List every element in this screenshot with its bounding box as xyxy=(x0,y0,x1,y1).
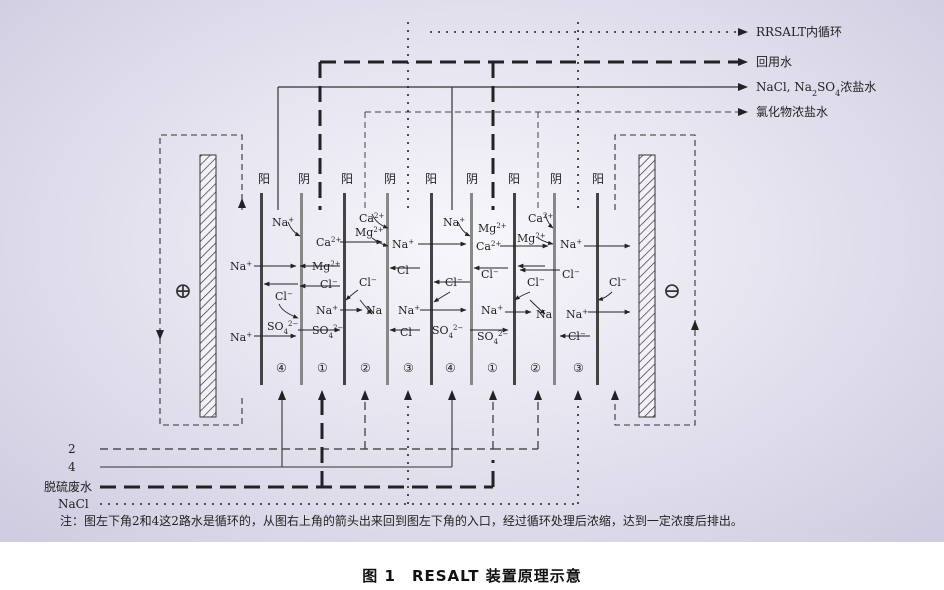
membrane-label-cation: 阳 xyxy=(508,172,520,186)
resalt-diagram: RRSALT内循环 回用水 NaCl, Na2SO4浓盐水 氯化物浓盐水 ⊕ ⊖… xyxy=(44,22,876,511)
ion-labels: Na+ Na+ Na+ Na+ Na Na+ Na+ Na+ Na+ Na Na… xyxy=(230,212,627,346)
ion-cl: Cl− xyxy=(397,264,415,277)
output-nacl-na2so4-label: NaCl, Na2SO4浓盐水 xyxy=(756,80,876,98)
inlet-2-label: 2 xyxy=(68,442,76,456)
membrane-labels: 阳 阴 阳 阴 阳 阴 阳 阴 阳 xyxy=(258,172,604,186)
compartment-number: ② xyxy=(360,361,371,375)
membrane-label-cation: 阳 xyxy=(592,172,604,186)
diagram-figure: RRSALT内循环 回用水 NaCl, Na2SO4浓盐水 氯化物浓盐水 ⊕ ⊖… xyxy=(0,0,944,542)
positive-electrode-symbol: ⊕ xyxy=(174,279,192,304)
ion-mg: Mg2+ xyxy=(517,232,546,245)
left-electrode-loop xyxy=(159,134,243,426)
output-lines xyxy=(277,22,748,210)
ion-ca: Ca2+ xyxy=(316,236,341,249)
ion-cl: Cl− xyxy=(481,268,499,281)
ion-mg: Mg2+ xyxy=(355,226,384,239)
membrane-label-anion: 阴 xyxy=(550,172,562,186)
negative-electrode-symbol: ⊖ xyxy=(663,279,681,304)
membrane-label-anion: 阴 xyxy=(384,172,396,186)
compartment-number: ④ xyxy=(276,361,287,375)
inlet-nacl-label: NaCl xyxy=(58,497,89,511)
ion-ca: Ca2+ xyxy=(359,212,384,225)
ion-na: Na+ xyxy=(272,216,294,229)
compartment-number: ③ xyxy=(403,361,414,375)
membrane-label-cation: 阳 xyxy=(341,172,353,186)
ion-na: Na xyxy=(536,308,553,321)
membrane-anion-3 xyxy=(470,193,473,385)
membrane-anion-1 xyxy=(300,193,303,385)
compartment-number: ② xyxy=(530,361,541,375)
ion-cl: Cl− xyxy=(400,326,418,339)
membrane-cation-4 xyxy=(513,193,516,385)
membrane-label-cation: 阳 xyxy=(258,172,270,186)
ion-mg: Mg2+ xyxy=(478,222,507,235)
anode-electrode xyxy=(199,154,217,418)
inlet-wastewater-label: 脱硫废水 xyxy=(44,479,92,494)
membrane-cation-1 xyxy=(260,193,263,385)
membranes xyxy=(260,193,599,385)
membrane-label-anion: 阴 xyxy=(298,172,310,186)
ion-so4: SO42− xyxy=(477,330,508,346)
ion-na: Na+ xyxy=(566,308,588,321)
ion-cl: Cl− xyxy=(527,276,545,289)
figure-caption: 图 1 RESALT 装置原理示意 xyxy=(362,567,582,585)
ion-cl: Cl− xyxy=(275,290,293,303)
cathode-electrode xyxy=(638,154,656,418)
ion-na: Na+ xyxy=(230,260,252,273)
ion-na: Na+ xyxy=(392,238,414,251)
ion-na: Na+ xyxy=(398,304,420,317)
ion-na: Na+ xyxy=(481,304,503,317)
ion-so4: SO42− xyxy=(432,324,463,340)
compartment-number: ① xyxy=(487,361,498,375)
ion-na: Na+ xyxy=(230,331,252,344)
ion-ca: Ca2+ xyxy=(528,212,553,225)
membrane-cation-5 xyxy=(596,193,599,385)
output-rrsalt-label: RRSALT内循环 xyxy=(756,25,842,39)
compartment-number: ④ xyxy=(445,361,456,375)
membrane-label-anion: 阴 xyxy=(466,172,478,186)
ion-cl: Cl− xyxy=(609,276,627,289)
compartment-numbers: ④ ① ② ③ ④ ① ② ③ xyxy=(276,361,584,375)
ion-ca: Ca2+ xyxy=(476,240,501,253)
membrane-cation-3 xyxy=(430,193,433,385)
inlet-4-label: 4 xyxy=(68,460,76,474)
ion-so4: SO42− xyxy=(267,320,298,336)
ion-na: Na+ xyxy=(560,238,582,251)
ion-so4: SO42− xyxy=(312,324,343,340)
curved-arrows xyxy=(278,213,613,319)
membrane-cation-2 xyxy=(343,193,346,385)
compartment-number: ① xyxy=(317,361,328,375)
ion-cl: Cl− xyxy=(562,268,580,281)
ion-arrows xyxy=(254,239,631,339)
output-reuse-water-label: 回用水 xyxy=(756,55,792,69)
inlet-lines xyxy=(100,390,619,505)
membrane-label-cation: 阳 xyxy=(425,172,437,186)
ion-cl: Cl− xyxy=(320,278,338,291)
right-electrode-loop xyxy=(614,134,696,426)
output-chloride-brine-label: 氯化物浓盐水 xyxy=(756,105,828,119)
figure-note: 注：图左下角2和4这2路水是循环的，从图右上角的箭头出来回到图左下角的入口，经过… xyxy=(60,514,743,528)
membrane-anion-2 xyxy=(386,193,389,385)
ion-na: Na+ xyxy=(443,216,465,229)
ion-na: Na+ xyxy=(316,304,338,317)
compartment-number: ③ xyxy=(573,361,584,375)
membrane-anion-4 xyxy=(553,193,556,385)
ion-cl: Cl− xyxy=(359,276,377,289)
